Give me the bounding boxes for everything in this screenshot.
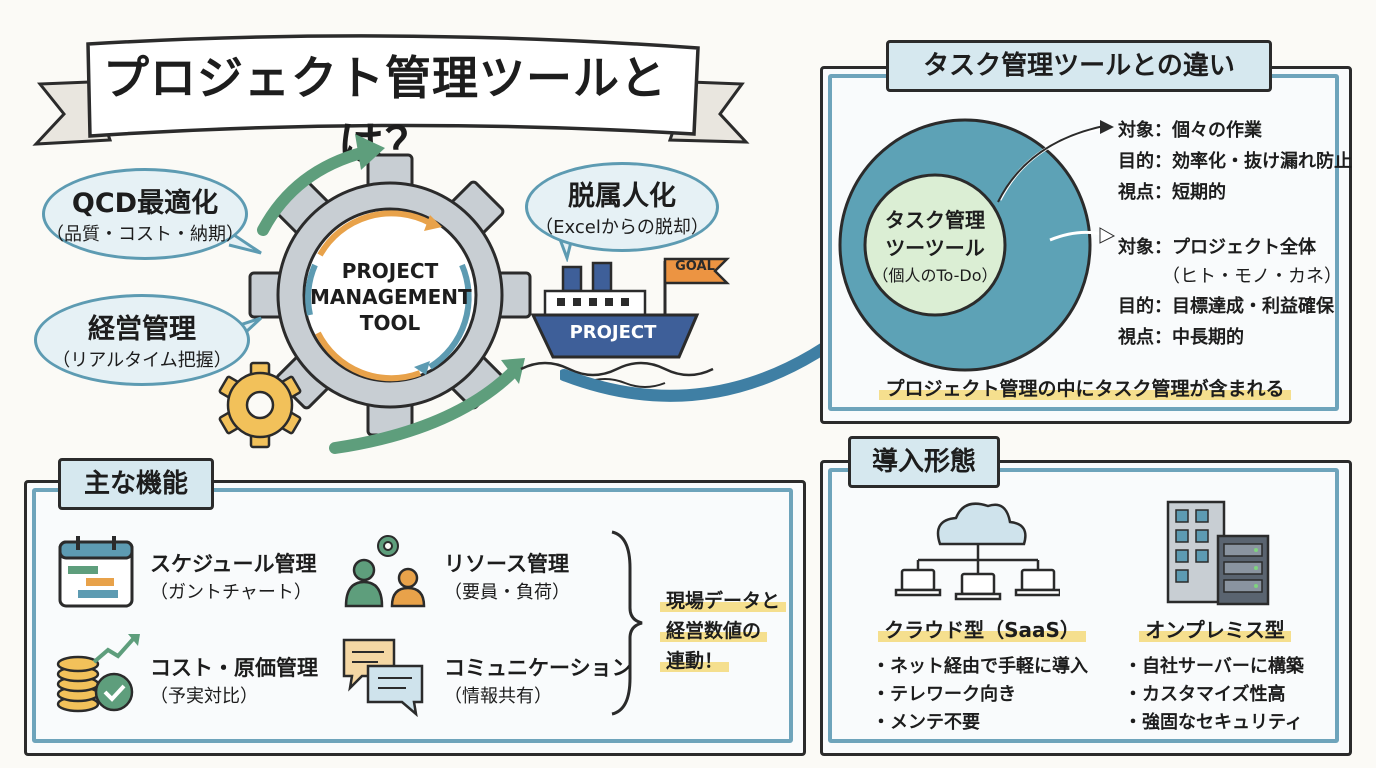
gear-label-line: PROJECT	[341, 259, 439, 283]
task-diff-conclusion: プロジェクト管理の中にタスク管理が含まれる	[850, 374, 1320, 401]
task-circle-line: ツーツール	[885, 236, 985, 260]
venn-diagram	[838, 118, 1116, 372]
people-gear-icon	[344, 535, 426, 608]
feature-sub: （情報共有）	[444, 686, 552, 707]
title-ribbon	[32, 34, 750, 146]
calendar-gantt-icon	[58, 536, 134, 608]
cloud-point: ・ネット経由で手軽に導入	[872, 656, 1088, 677]
onprem-title: オンプレミス型	[1110, 614, 1320, 643]
feature-title: スケジュール管理	[150, 552, 317, 576]
keiei-bubble: 経営管理 （リアルタイム把握）	[34, 294, 250, 386]
qcd-bubble: QCD最適化 （品質・コスト・納期）	[42, 168, 248, 260]
datsuzoku-title: 脱属人化	[568, 181, 676, 212]
project-attr: 目的：目標達成・利益確保	[1118, 296, 1334, 317]
feature-sub: （予実対比）	[150, 686, 258, 707]
summary-line: 経営数値の	[660, 620, 768, 642]
cloud-point: ・テレワーク向き	[872, 684, 1016, 705]
bottom-arrow-icon	[329, 364, 521, 454]
ship-icon	[520, 257, 731, 388]
conclusion-text: プロジェクト管理の中にタスク管理が含まれる	[879, 378, 1291, 400]
goal-flag-label: GOAL	[675, 259, 715, 274]
cloud-title: クラウド型（SaaS）	[862, 614, 1102, 643]
gear-label-line: MANAGEMENT	[310, 285, 472, 309]
task-attr: 対象：個々の作業	[1118, 120, 1262, 141]
onprem-point: ・自社サーバーに構築	[1124, 656, 1304, 677]
deploy-frame	[828, 468, 1339, 743]
large-gear-icon	[248, 153, 532, 437]
gear-label-line: TOOL	[359, 311, 421, 335]
onprem-point: ・カスタマイズ性高	[1124, 684, 1286, 705]
qcd-title: QCD最適化	[71, 188, 219, 219]
onprem-point: ・強固なセキュリティ	[1124, 712, 1303, 733]
feature-title: リソース管理	[444, 552, 569, 576]
task-attr: 視点：短期的	[1118, 182, 1226, 203]
deploy-heading: 導入形態	[848, 436, 1000, 488]
cloud-network-icon	[894, 502, 1060, 601]
task-circle-label: タスク管理 ツーツール （個人のTo-Do）	[870, 206, 1000, 290]
deploy-panel	[820, 460, 1352, 756]
feature-sub: （要員・負荷）	[444, 582, 570, 603]
qcd-subtitle: （品質・コスト・納期）	[46, 224, 244, 245]
top-arrow-icon	[257, 146, 371, 236]
chat-bubbles-icon	[342, 638, 424, 717]
datsuzoku-bubble: 脱属人化 （Excelからの脱却）	[525, 162, 719, 252]
coins-chart-icon	[56, 634, 140, 713]
project-attr: 対象：プロジェクト全体	[1118, 237, 1316, 258]
feature-title: コミュニケーション	[444, 656, 633, 680]
cloud-title-text: クラウド型（SaaS）	[878, 618, 1086, 642]
datsuzoku-subtitle: （Excelからの脱却）	[535, 217, 709, 238]
summary-line: 連動！	[660, 650, 730, 672]
brace-icon	[611, 530, 643, 716]
gear-label: PROJECT MANAGEMENT TOOL	[310, 258, 472, 336]
gear-diagram	[218, 134, 532, 454]
project-attr: （ヒト・モノ・カネ）	[1162, 266, 1342, 287]
ship-hull-label: PROJECT	[569, 322, 657, 343]
keiei-subtitle: （リアルタイム把握）	[52, 350, 232, 371]
cloud-point: ・メンテ不要	[872, 712, 980, 733]
onprem-title-text: オンプレミス型	[1139, 618, 1291, 642]
task-diff-heading: タスク管理ツールとの違い	[886, 40, 1272, 92]
features-heading: 主な機能	[58, 458, 214, 510]
small-gear-icon	[218, 361, 302, 449]
features-summary: 現場データと 経営数値の 連動！	[660, 586, 787, 676]
task-circle-line: （個人のTo-Do）	[872, 266, 998, 285]
task-circle	[863, 173, 1007, 317]
summary-line: 現場データと	[660, 590, 787, 612]
goal-flag-icon	[663, 257, 731, 285]
feature-sub: （ガントチャート）	[150, 582, 312, 603]
keiei-title: 経営管理	[88, 314, 196, 345]
project-attr: 視点：中長期的	[1118, 327, 1244, 348]
features-frame	[32, 488, 793, 743]
building-server-icon	[1166, 500, 1270, 606]
task-attr: 目的：効率化・抜け漏れ防止	[1118, 151, 1352, 172]
task-circle-line: タスク管理	[885, 208, 985, 232]
feature-title: コスト・原価管理	[150, 656, 318, 680]
